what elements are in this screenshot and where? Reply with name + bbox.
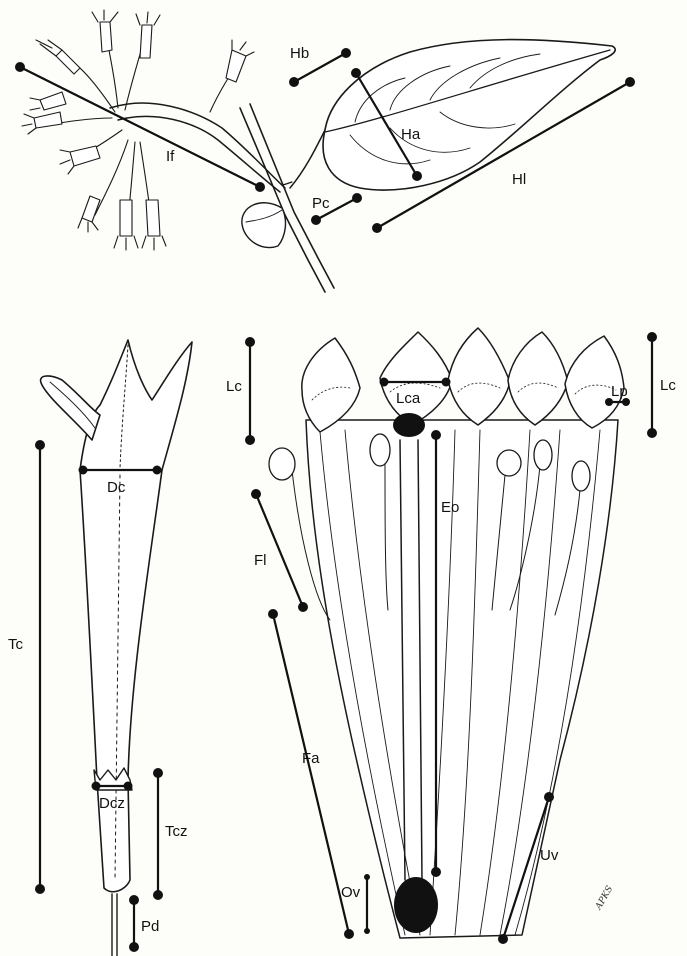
label-hb: Hb [290,45,309,62]
label-pc: Pc [312,195,330,212]
label-tc: Tc [8,636,24,653]
branch-drawing [22,10,615,292]
artist-signature: APKS [593,884,615,912]
corolla-tube-drawing [41,340,192,956]
label-dcz: Dcz [99,795,125,812]
label-ha: Ha [401,126,421,143]
label-hl: Hl [512,171,526,188]
open-flower-drawing [269,328,624,938]
label-pd: Pd [141,918,159,935]
label-lca: Lca [396,390,421,407]
label-ov: Ov [341,884,361,901]
label-dc: Dc [107,479,126,496]
label-tcz: Tcz [165,823,188,840]
label-lc-right: Lc [660,377,676,394]
label-eo: Eo [441,499,459,516]
label-lp: Lp [611,383,628,400]
label-if: If [166,148,175,165]
label-uv: Uv [540,847,559,864]
label-fl: Fl [254,552,267,569]
label-lc-left: Lc [226,378,242,395]
label-fa: Fa [302,750,320,767]
